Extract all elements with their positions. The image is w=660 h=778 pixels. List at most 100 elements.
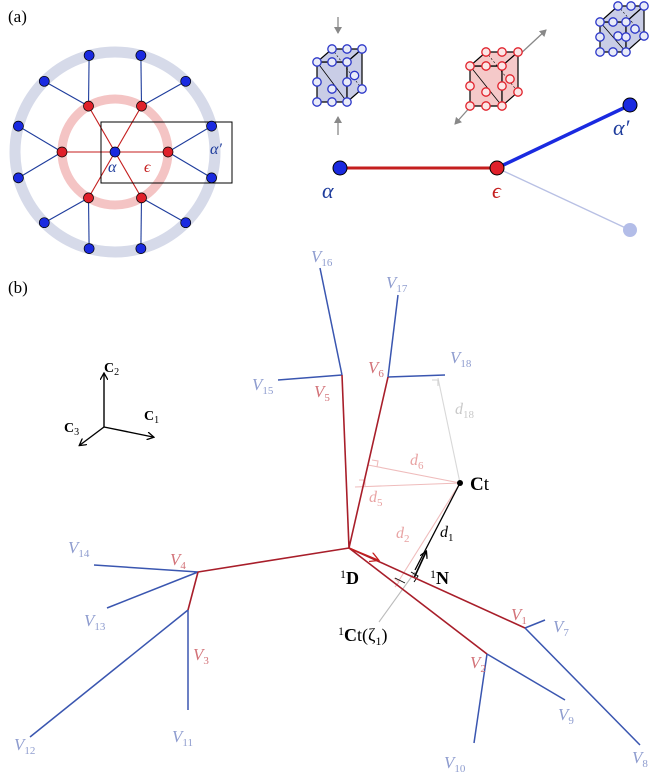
outer-node xyxy=(13,120,24,132)
atom xyxy=(342,77,352,87)
node-label-v4: V4 xyxy=(170,550,186,572)
node-label-v7: V7 xyxy=(553,617,569,639)
node-label-v5: V5 xyxy=(314,382,330,404)
atom xyxy=(312,57,322,67)
alpha-label-small: α xyxy=(108,159,117,176)
graph-nodes xyxy=(13,50,217,254)
alpha-prime-node xyxy=(622,97,638,113)
spoke-blue xyxy=(140,55,143,107)
atom xyxy=(342,44,352,54)
node-label-v16: V16 xyxy=(311,247,333,269)
node-label-v9: V9 xyxy=(558,705,574,727)
branching-path: α ϵ α′ xyxy=(322,97,638,237)
atom xyxy=(349,70,360,81)
distance-lines xyxy=(354,377,461,623)
atom xyxy=(595,17,605,27)
node-label-v12: V12 xyxy=(14,735,35,757)
outer-node xyxy=(83,50,95,61)
atom xyxy=(608,17,618,27)
spoke-red xyxy=(114,151,142,199)
edge-red xyxy=(348,547,488,655)
spoke-blue xyxy=(18,125,63,153)
inner-node xyxy=(83,192,94,204)
axes-triad: C2 C1 C3 xyxy=(64,361,159,445)
crystal-cell-compressed xyxy=(312,17,367,135)
outer-node xyxy=(83,243,95,254)
edge-blue xyxy=(93,564,199,573)
edge-blue xyxy=(277,374,343,381)
atom xyxy=(465,81,475,91)
atom xyxy=(312,77,322,87)
N-label: 1N xyxy=(430,567,449,588)
faded-node xyxy=(623,223,637,237)
atom xyxy=(639,31,649,41)
spokes xyxy=(18,55,212,249)
outer-node xyxy=(38,75,50,87)
node-label-v15: V15 xyxy=(252,375,274,397)
inner-node xyxy=(162,146,174,158)
edge-blue xyxy=(486,653,566,701)
outer-node xyxy=(180,75,192,87)
spoke-red xyxy=(114,105,142,153)
outer-node xyxy=(135,50,147,61)
d6-label: d6 xyxy=(410,452,424,472)
epsilon-label: ϵ xyxy=(492,178,502,203)
outer-node xyxy=(206,172,217,184)
atom xyxy=(342,57,352,67)
graph-circle-diagram: α ϵ α′ xyxy=(9,46,233,258)
normal-vector xyxy=(410,482,461,583)
outer-node xyxy=(206,120,217,132)
node-label-v11: V11 xyxy=(172,727,193,749)
edge-blue xyxy=(524,619,546,629)
node-label-v10: V10 xyxy=(444,753,466,775)
d5-label: d5 xyxy=(369,489,383,509)
atom xyxy=(613,1,623,11)
edge-blue xyxy=(473,653,488,744)
node-label-v2: V2 xyxy=(470,653,486,675)
atom xyxy=(621,32,631,42)
voronoi-tree xyxy=(29,267,641,746)
alpha-prime-label-small: α′ xyxy=(210,141,222,158)
atom xyxy=(497,101,507,111)
d1-label: d1 xyxy=(440,524,454,544)
atom xyxy=(481,47,491,57)
panel-b-label: (b) xyxy=(8,278,28,297)
centre-label: Ct xyxy=(470,474,490,495)
atom xyxy=(505,74,515,84)
spoke-red xyxy=(88,151,116,199)
inner-node xyxy=(136,192,147,204)
atom xyxy=(595,32,605,42)
edge-blue xyxy=(387,294,399,378)
outer-node xyxy=(38,217,50,229)
atom xyxy=(342,97,352,107)
node-label-v3: V3 xyxy=(193,645,209,667)
spoke-blue xyxy=(87,197,90,249)
atom xyxy=(497,81,507,91)
node-label-v6: V6 xyxy=(368,358,384,380)
node-label-v14: V14 xyxy=(68,538,90,560)
node-label-v13: V13 xyxy=(84,611,106,633)
zoom-box xyxy=(100,121,233,184)
centre-node xyxy=(109,146,121,158)
spoke-blue xyxy=(141,80,186,107)
atom xyxy=(630,24,640,34)
spoke-blue xyxy=(167,151,212,179)
spoke-blue xyxy=(87,55,90,107)
d18-label: d18 xyxy=(455,401,475,421)
atom xyxy=(481,101,491,111)
epsilon-label-small: ϵ xyxy=(144,159,151,176)
outer-node xyxy=(13,172,24,184)
outer-ring xyxy=(9,46,221,258)
crystal-cell-rotated xyxy=(595,1,649,57)
atom xyxy=(621,47,631,57)
atom xyxy=(465,61,475,71)
faded-branch xyxy=(496,167,631,231)
atom xyxy=(327,84,337,94)
spoke-blue xyxy=(18,151,63,179)
atom xyxy=(613,31,623,41)
edge-red xyxy=(187,571,199,611)
atom xyxy=(481,61,491,71)
spoke-blue xyxy=(44,80,89,107)
centre-point xyxy=(457,480,463,486)
